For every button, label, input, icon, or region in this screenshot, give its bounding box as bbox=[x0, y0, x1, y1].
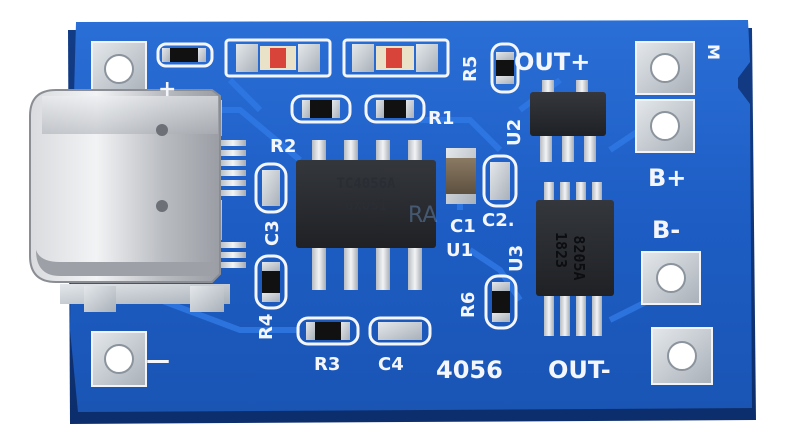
label-u3: U3 bbox=[506, 245, 527, 272]
chip-u2 bbox=[530, 80, 606, 162]
u3-marking-line1: 8205A bbox=[570, 235, 588, 280]
capacitor-c1 bbox=[446, 148, 476, 204]
resistor-r1-pad bbox=[364, 94, 426, 124]
resistor-r3-pad bbox=[296, 316, 360, 346]
chip-u1-tc4056a: TC4056A 6X0S1 bbox=[296, 140, 436, 290]
label-plus-left: + bbox=[158, 77, 176, 102]
label-c3: C3 bbox=[262, 220, 283, 246]
mount-pad-b-plus bbox=[635, 99, 695, 153]
label-minus-left: — bbox=[146, 346, 170, 374]
label-b-plus: B+ bbox=[648, 164, 686, 192]
label-out-minus: OUT- bbox=[548, 356, 611, 384]
mount-pad-bottom-left bbox=[91, 331, 147, 387]
label-r6: R6 bbox=[458, 292, 479, 318]
resistor-r6-pad bbox=[484, 274, 518, 330]
label-r1: R1 bbox=[428, 108, 454, 129]
label-u2: U2 bbox=[504, 119, 525, 146]
mount-pad-out-minus bbox=[651, 327, 713, 385]
label-b-minus: B- bbox=[652, 216, 680, 244]
resistor-r4-pad bbox=[254, 254, 288, 310]
mount-pad-out-plus bbox=[635, 41, 695, 95]
label-model-4056: 4056 bbox=[436, 356, 503, 384]
mount-pad-top-left bbox=[91, 41, 147, 97]
label-r2: R2 bbox=[270, 136, 296, 157]
capacitor-c3-pad bbox=[254, 162, 288, 214]
capacitor-c4-pad bbox=[368, 316, 432, 346]
u3-marking-line2: 1823 bbox=[552, 232, 570, 268]
label-c2: C2. bbox=[482, 210, 515, 231]
copper-traces bbox=[158, 77, 652, 333]
watermark-text: RA bbox=[408, 203, 437, 228]
label-r4: R4 bbox=[256, 314, 277, 340]
label-out-plus: OUT+ bbox=[514, 48, 590, 76]
label-r5: R5 bbox=[460, 56, 481, 82]
label-c1: C1 bbox=[450, 216, 476, 237]
resistor-r5-pad bbox=[490, 42, 520, 94]
label-u1: U1 bbox=[446, 240, 473, 261]
smd-resistor-top-left bbox=[156, 42, 214, 68]
led-2 bbox=[342, 38, 450, 78]
u1-marking-line2: 6X0S1 bbox=[345, 198, 387, 214]
u1-marking-line1: TC4056A bbox=[336, 176, 396, 192]
usb-c-connector bbox=[29, 89, 246, 312]
chip-u3-8205a: 8205A 1823 bbox=[536, 182, 614, 336]
mount-pad-b-minus bbox=[641, 251, 701, 305]
label-c4: C4 bbox=[378, 354, 404, 375]
label-m-mark: M bbox=[704, 44, 723, 60]
led-1 bbox=[224, 38, 332, 78]
label-r3: R3 bbox=[314, 354, 340, 375]
capacitor-c2-pad bbox=[482, 154, 518, 208]
resistor-r2-pad bbox=[290, 94, 352, 124]
